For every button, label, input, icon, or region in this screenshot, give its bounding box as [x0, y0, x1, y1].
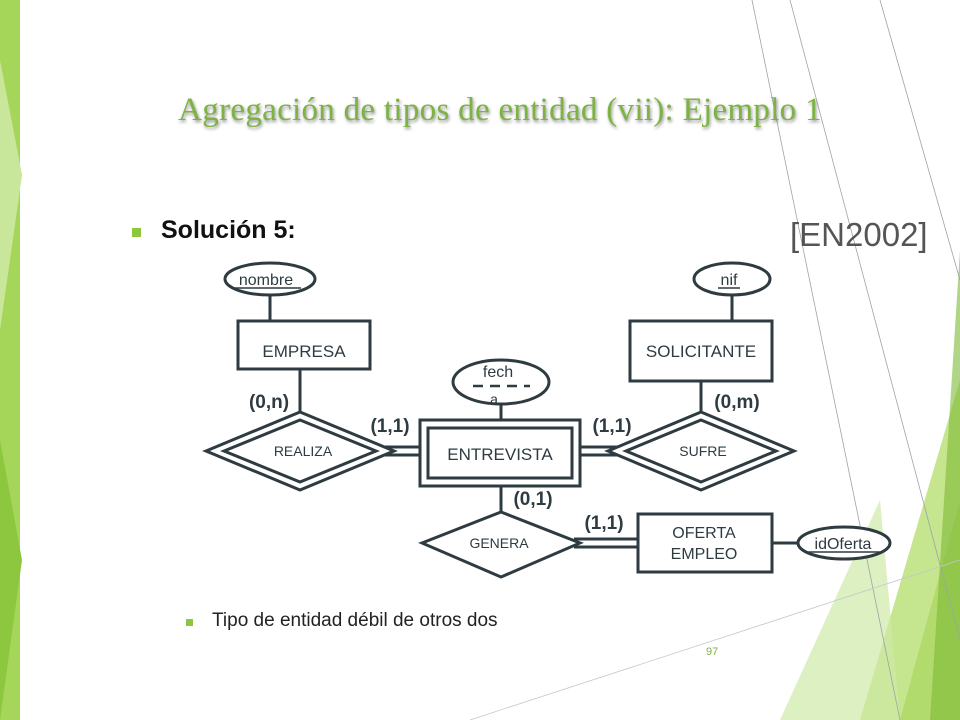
cardinality-realiza-entrevista: (1,1): [370, 416, 409, 437]
entity-empresa-label: EMPRESA: [262, 342, 346, 361]
relationship-realiza-label: REALIZA: [274, 443, 333, 459]
heading-bullet: [132, 228, 141, 237]
entity-oferta-label-2: EMPLEO: [671, 546, 738, 563]
left-green-wedge-bottom: [0, 440, 22, 720]
cardinality-empresa-realiza: (0,n): [249, 392, 289, 413]
decor-line-3: [879, 0, 960, 281]
cardinality-entrevista-sufre: (1,1): [592, 416, 631, 437]
entity-oferta-label-1: OFERTA: [672, 525, 736, 542]
slide-title: Agregación de tipos de entidad (vii): Ej…: [178, 92, 822, 128]
relationship-genera-label: GENERA: [469, 535, 529, 551]
relationship-sufre-outer: [604, 410, 798, 492]
decor-line-2: [789, 0, 960, 641]
solution-heading: Solución 5:: [161, 216, 296, 244]
subbullet-text: Tipo de entidad débil de otros dos: [212, 610, 498, 631]
entity-oferta-empleo: [636, 512, 774, 574]
left-green-wedge-light: [0, 60, 22, 330]
entity-entrevista-label: ENTREVISTA: [447, 445, 553, 464]
entity-solicitante: [628, 319, 774, 383]
attribute-fecha-label-2: a: [490, 391, 498, 407]
cardinality-solicitante-sufre: (0,m): [714, 392, 759, 413]
attribute-fecha: [451, 358, 551, 406]
attribute-idoferta-label: idOferta: [815, 536, 872, 553]
subbullet-marker: [186, 619, 193, 626]
relationship-sufre-inner: [622, 418, 780, 484]
entity-entrevista-inner: [426, 426, 574, 480]
attribute-nombre: [223, 261, 317, 297]
attribute-nif-label: nif: [721, 272, 738, 289]
relationship-sufre-label: SUFRE: [679, 443, 726, 459]
attribute-nombre-label: nombre: [239, 272, 293, 289]
reference-label: [EN2002]: [790, 216, 928, 253]
page-number: 97: [706, 646, 719, 658]
decor-line-1: [751, 0, 901, 720]
attribute-fecha-label-1: fech: [483, 364, 513, 381]
cardinality-genera-oferta: (1,1): [584, 513, 623, 534]
entity-entrevista-outer: [418, 418, 582, 488]
attribute-nif: [692, 261, 772, 297]
relationship-realiza-inner: [220, 418, 380, 484]
attribute-idoferta: [796, 525, 892, 561]
entity-solicitante-label: SOLICITANTE: [646, 342, 756, 361]
relationship-genera: [418, 510, 584, 579]
relationship-realiza-outer: [202, 410, 398, 492]
right-green-wedge-4: [930, 250, 960, 720]
entity-empresa: [236, 319, 372, 371]
decor-line-4: [469, 559, 960, 720]
cardinality-entrevista-genera: (0,1): [513, 489, 552, 510]
